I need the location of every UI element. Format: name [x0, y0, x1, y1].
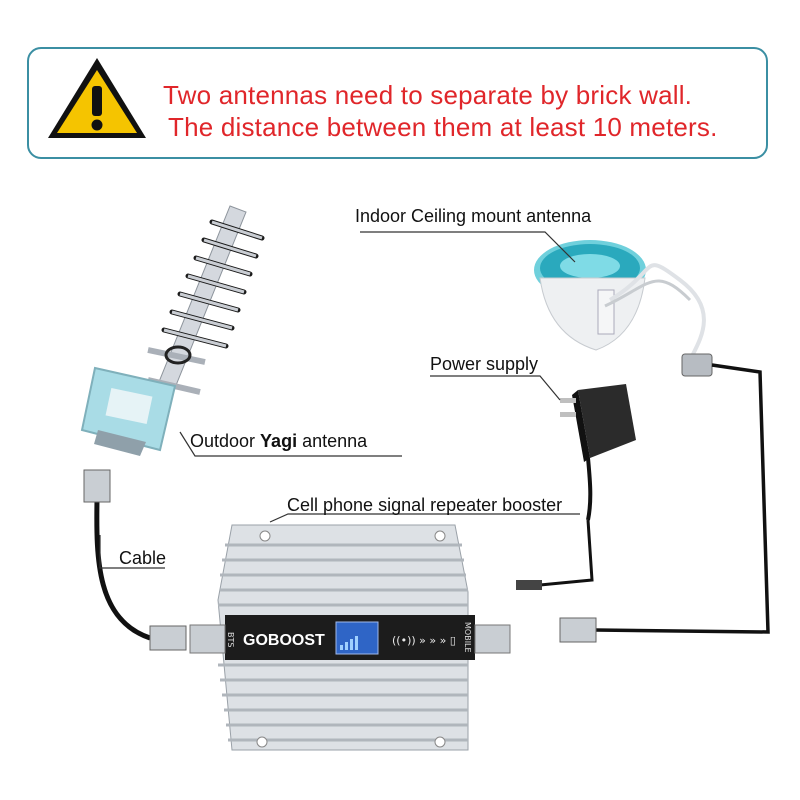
label-power-supply: Power supply: [430, 354, 539, 374]
warning-icon: [48, 58, 146, 138]
warning-line-2: The distance between them at least 10 me…: [168, 112, 718, 142]
booster-brand: GOBOOST: [243, 632, 325, 649]
label-outdoor-suffix: antenna: [297, 431, 368, 451]
leader-lines: [99, 231, 580, 569]
yagi-antenna-image: [80, 205, 265, 456]
label-outdoor-antenna: Outdoor Yagi antenna: [190, 431, 367, 452]
label-outdoor-yagi: Yagi: [260, 431, 298, 451]
label-cable: Cable: [119, 548, 167, 568]
booster-port-bts: BTS: [226, 632, 235, 648]
warning-line-1: Two antennas need to separate by brick w…: [163, 80, 693, 110]
label-outdoor-prefix: Outdoor: [190, 431, 261, 451]
label-indoor-antenna: Indoor Ceiling mount antenna: [355, 206, 592, 226]
label-repeater: Cell phone signal repeater booster: [287, 495, 563, 515]
svg-text:((•)) » » » ▯: ((•)) » » » ▯: [392, 634, 456, 647]
ceiling-antenna-image: [534, 240, 713, 377]
power-supply-image: [560, 384, 636, 521]
warning-banner: [27, 47, 768, 159]
booster-port-mobile: MOBILE: [463, 622, 472, 653]
cable-lines: [83, 363, 770, 651]
booster-device-image: ((•)) » » » ▯: [189, 524, 511, 751]
